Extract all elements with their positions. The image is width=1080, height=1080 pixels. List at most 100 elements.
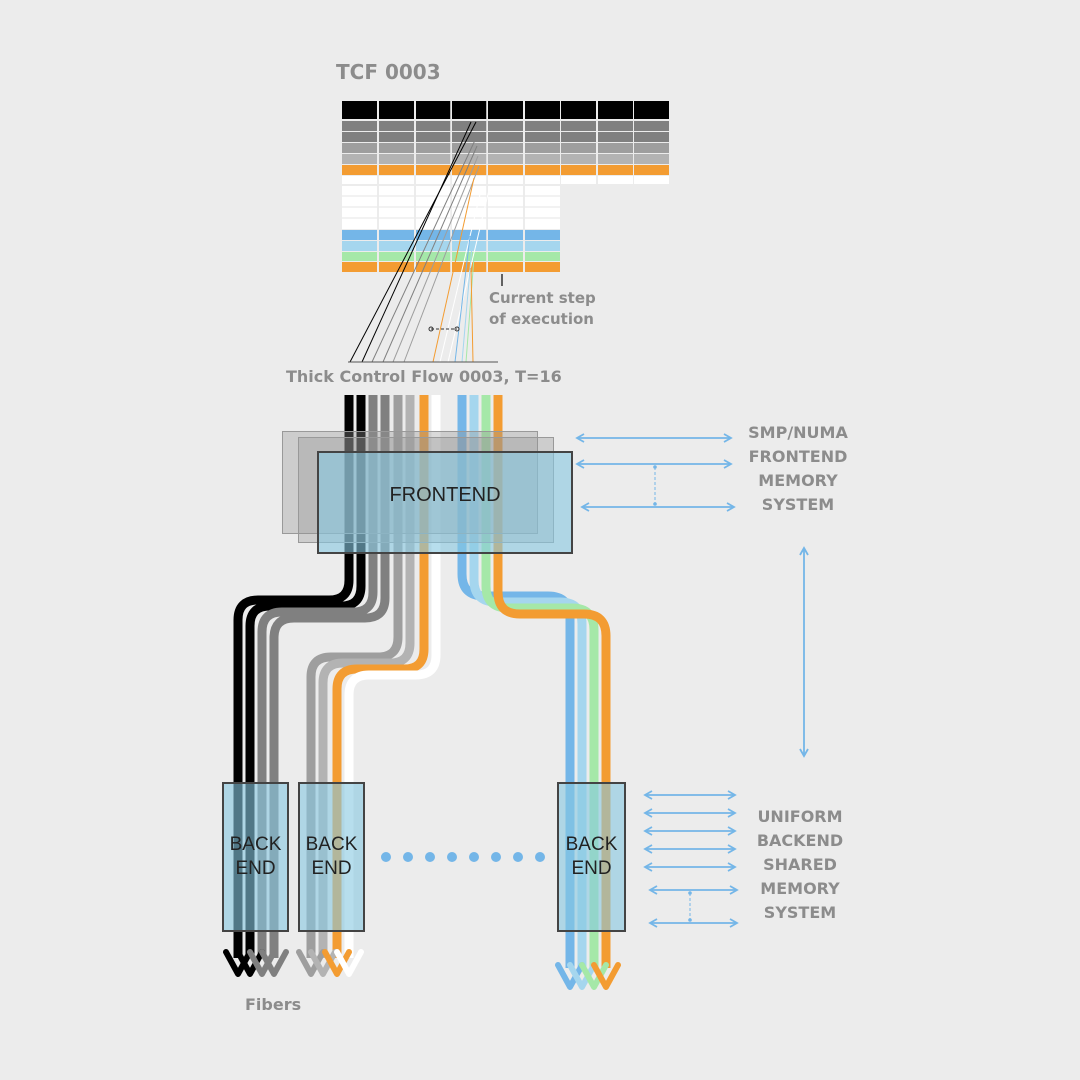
ellipsis-dot: [403, 852, 413, 862]
fiber-lane: [332, 395, 429, 958]
pointer-line: [349, 121, 477, 363]
uniform-backend-label: UNIFORM BACKEND SHARED MEMORY SYSTEM: [756, 807, 844, 922]
arrow-head-left: [648, 885, 658, 895]
pointer-line: [432, 177, 475, 363]
connector-dot: [688, 918, 692, 922]
table-cell: [416, 176, 451, 184]
arrow-head-right: [727, 844, 737, 854]
table-cell: [525, 230, 560, 240]
table-cell: [598, 121, 633, 131]
table-cell: [342, 101, 377, 119]
table-cell: [561, 143, 596, 153]
table-cell: [561, 101, 596, 119]
table-cell: [416, 252, 451, 261]
arrow-head-right: [727, 826, 737, 836]
fiber-lane: [344, 395, 441, 958]
table-cell: [452, 241, 487, 251]
ellipsis-dot: [469, 852, 479, 862]
fiber-lane: [481, 395, 599, 968]
frontend-box: FRONTEND: [317, 451, 573, 554]
ellipsis-dot: [428, 326, 434, 332]
table-cell: [634, 154, 669, 164]
table-cell: [634, 143, 669, 153]
table-cell: [416, 165, 451, 175]
fiber-arrowhead: [296, 949, 326, 977]
table-cell: [525, 154, 560, 164]
fiber-arrowhead: [579, 962, 609, 990]
table-cell: [488, 154, 523, 164]
table-cell: [488, 262, 523, 272]
fiber-lane: [306, 395, 403, 958]
connector-dot: [653, 502, 657, 506]
table-cell: [452, 143, 487, 153]
arrow-head-right: [723, 433, 733, 443]
table-cell: [525, 252, 560, 261]
table-cell: [452, 176, 487, 184]
table-cell: [452, 132, 487, 142]
table-cell: [561, 165, 596, 175]
table-cell: [416, 143, 451, 153]
table-cell: [525, 176, 560, 184]
arrow-head-right: [727, 808, 737, 818]
pointer-line: [470, 267, 474, 363]
table-cell: [488, 132, 523, 142]
fibers-label: Fibers: [245, 995, 302, 1014]
table-cell: [379, 121, 414, 131]
connector-dot: [653, 465, 657, 469]
table-cell: [561, 121, 596, 131]
ellipsis-dot: [381, 852, 391, 862]
table-cell: [525, 132, 560, 142]
arrow-head-left: [643, 862, 653, 872]
fiber-lane: [493, 395, 611, 968]
table-cell: [379, 154, 414, 164]
table-cell: [342, 241, 377, 251]
ellipsis-dot: [454, 326, 460, 332]
table-cell: [488, 241, 523, 251]
arrow-head-right: [723, 459, 733, 469]
table-cell: [634, 165, 669, 175]
arrow-head-right: [727, 862, 737, 872]
table-cell: [379, 262, 414, 272]
fiber-lane: [233, 395, 354, 958]
table-cell: [634, 121, 669, 131]
table-cell: [452, 252, 487, 261]
fiber-arrowhead: [235, 949, 265, 977]
table-cell: [342, 230, 377, 240]
pointer-line: [447, 189, 490, 363]
table-cell: [488, 101, 523, 119]
pointer-line: [465, 256, 475, 363]
pointer-line: [371, 137, 477, 363]
backend-box-2: BACK END: [298, 782, 365, 932]
arrow-head-right: [727, 790, 737, 800]
fiber-arrowhead: [567, 962, 597, 990]
table-cell: [598, 176, 633, 184]
table-cell: [342, 262, 377, 272]
pointer-line: [461, 245, 473, 363]
table-cell: [342, 132, 377, 142]
pointer-line: [403, 165, 480, 363]
table-cell: [452, 101, 487, 119]
fiber-arrowhead: [591, 962, 621, 990]
connector-dot: [688, 891, 692, 895]
table-cell: [598, 165, 633, 175]
arrow-head-left: [643, 826, 653, 836]
arrow-head-up: [799, 546, 809, 556]
table-cell: [452, 230, 487, 240]
table-cell: [488, 121, 523, 131]
arrow-head-left: [575, 433, 585, 443]
table-cell: [416, 262, 451, 272]
table-cell: [342, 154, 377, 164]
arrow-head-left: [575, 459, 585, 469]
table-cell: [561, 154, 596, 164]
fiber-arrowhead: [334, 949, 364, 977]
fiber-arrowhead: [259, 949, 289, 977]
arrow-head-left: [643, 808, 653, 818]
fiber-arrowhead: [555, 962, 585, 990]
table-cell: [342, 165, 377, 175]
table-cell: [488, 252, 523, 261]
ellipsis-dot: [425, 852, 435, 862]
table-cell: [379, 176, 414, 184]
table-cell: [416, 101, 451, 119]
pointer-line: [454, 235, 471, 363]
